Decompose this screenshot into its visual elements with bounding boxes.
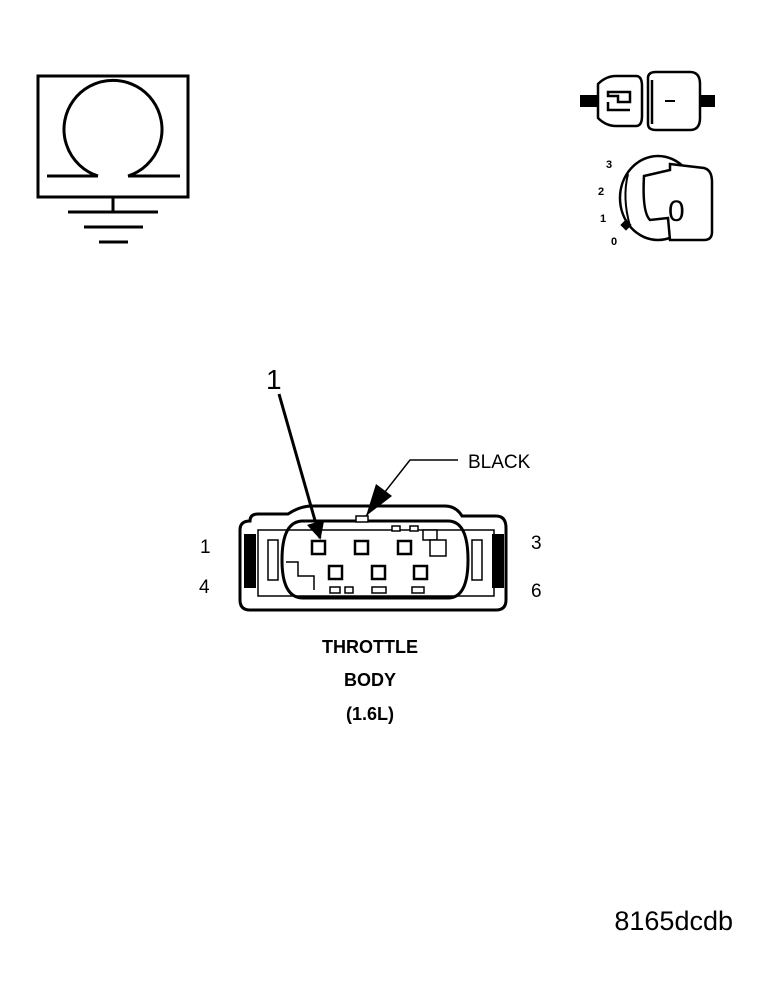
ignition-position-3: 3 (606, 159, 612, 171)
pin-label-3: 3 (531, 533, 542, 554)
cavity-5 (370, 564, 387, 581)
ohmmeter-ground-icon (36, 74, 190, 244)
callout-arrow (277, 393, 325, 540)
callout-number: 1 (266, 364, 282, 395)
figure-id: 8165dcdb (614, 906, 733, 936)
cavity-3 (396, 539, 413, 556)
ignition-position-0: 0 (611, 236, 617, 248)
cavity-6 (412, 564, 429, 581)
cavity-4 (327, 564, 344, 581)
pin-label-6: 6 (531, 581, 542, 602)
connector-name-line-3: (1.6L) (346, 704, 394, 724)
ignition-position-2: 2 (598, 186, 604, 198)
connector-color-label: BLACK (468, 452, 531, 473)
connector-cavities (310, 539, 429, 581)
connector-name-line-1: THROTTLE (322, 637, 418, 657)
ignition-switch-icon (618, 154, 714, 242)
cavity-1 (310, 539, 327, 556)
throttle-body-connector (238, 504, 508, 612)
pin-label-4: 4 (199, 577, 210, 598)
connector-disconnect-icon (580, 70, 715, 132)
connector-name-line-2: BODY (344, 670, 396, 690)
cavity-2 (353, 539, 370, 556)
ignition-position-1: 1 (600, 213, 606, 225)
pin-label-1: 1 (200, 537, 211, 558)
color-label-arrowhead (366, 484, 392, 516)
ignition-key-position: 0 (668, 195, 685, 228)
